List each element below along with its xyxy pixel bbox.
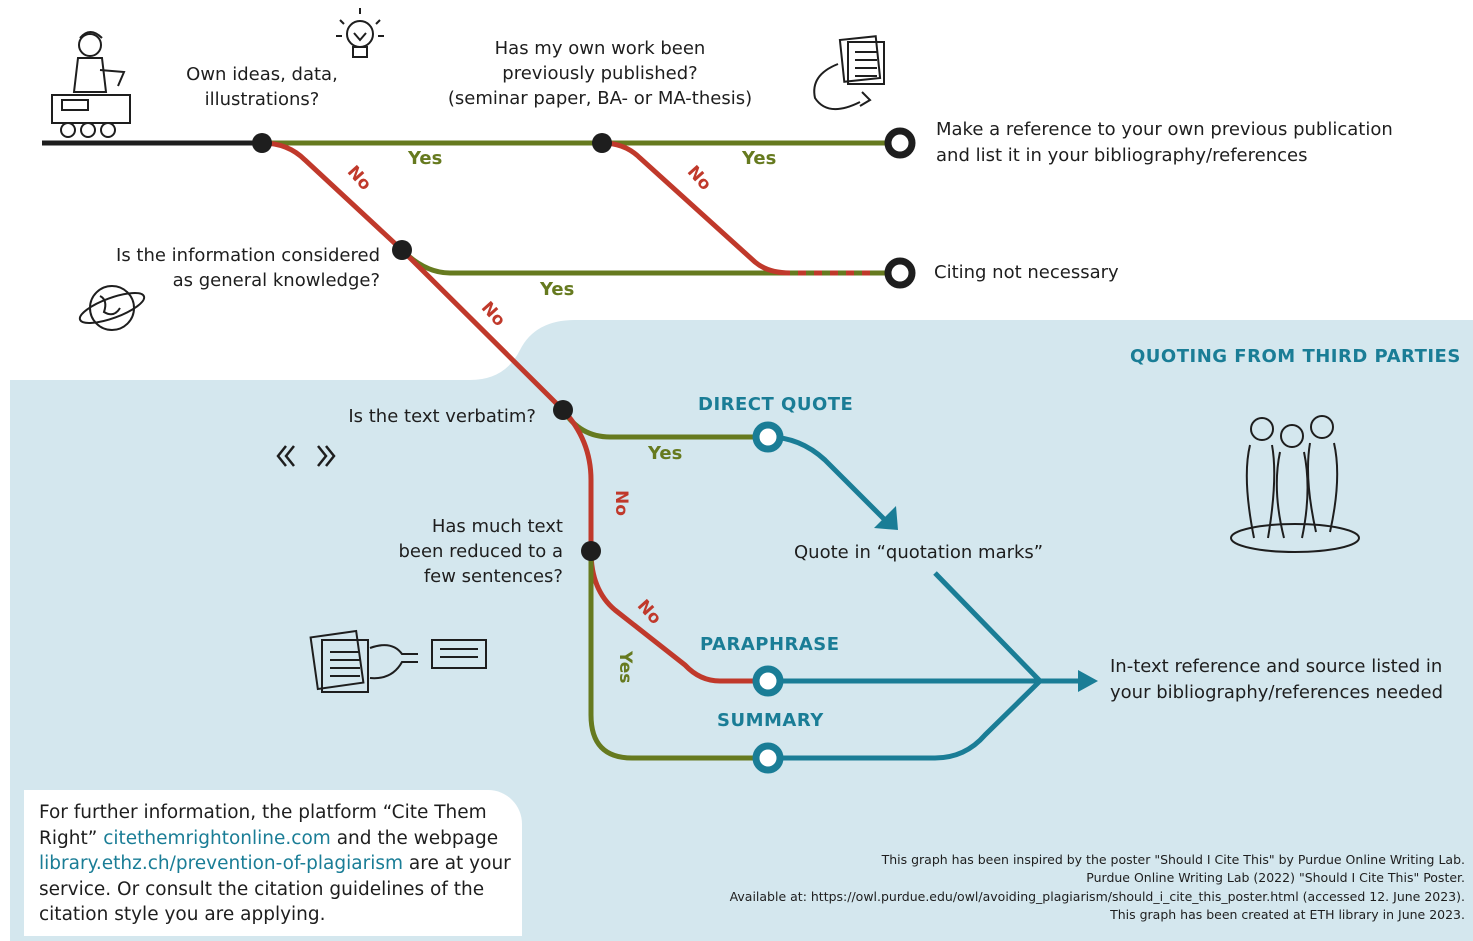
question-line: illustrations? [204,89,320,110]
question-line: as general knowledge? [172,270,380,291]
people-icon [1230,415,1360,553]
station-label-direct-quote: DIRECT QUOTE [698,394,854,415]
info-text: are at your service. Or consult the cita… [39,853,511,925]
junction-general [392,240,412,260]
yes-label-published: Yes [742,148,777,169]
outcome-line: In-text reference and source listed in [1110,656,1443,677]
terminal-own-publication [884,127,916,159]
outcome-line: your bibliography/references needed [1110,682,1443,703]
yes-label-own-ideas: Yes [408,148,443,169]
arrow-head-main [1078,670,1098,692]
question-line: Has much text [431,516,563,537]
outcome-own-publication: Make a reference to your own previous pu… [936,117,1393,169]
yes-label-general: Yes [540,279,575,300]
station-label-summary: SUMMARY [717,710,824,731]
outcome-not-necessary: Citing not necessary [934,262,1119,283]
question-general-knowledge: Is the information considered as general… [60,243,380,293]
info-text: For further information, the platform “C… [39,802,487,849]
station-direct-quote [752,421,784,453]
question-line: Has my own work been [494,38,706,59]
papers-icon [813,35,885,110]
globe-icon [78,285,146,331]
quote-track-join [933,571,1042,683]
junction-published [592,133,612,153]
yes-track-general [400,248,900,276]
info-text: and the webpage [330,827,499,849]
credit-line: Available at: https://owl.purdue.edu/owl… [729,888,1465,904]
arrow-head-quote [874,506,898,530]
credits: This graph has been inspired by the post… [605,851,1465,924]
question-verbatim: Is the text verbatim? [348,406,536,427]
question-line: Is the information considered [116,245,380,266]
outcome-in-text-reference: In-text reference and source listed in y… [1110,654,1443,706]
text-reduce-icon [309,629,487,693]
question-line: previously published? [502,63,698,84]
quote-arrows-icon [276,445,336,467]
question-own-ideas: Own ideas, data, illustrations? [172,62,352,112]
junction-reduced [581,541,601,561]
question-line: been reduced to a [398,541,563,562]
junction-verbatim [553,400,573,420]
citethemright-link[interactable]: citethemrightonline.com [103,827,331,849]
student-on-train-icon [51,31,131,138]
outcome-line: and list it in your bibliography/referen… [936,145,1308,166]
junction-own-ideas [252,133,272,153]
station-summary [752,742,784,774]
third-party-zone [10,320,1473,941]
credit-line: Purdue Online Writing Lab (2022) "Should… [1086,870,1465,886]
credit-line: This graph has been inspired by the post… [881,852,1465,867]
no-label-2: No [683,162,715,195]
station-paraphrase [752,665,784,697]
lightbulb-icon [336,8,384,58]
station-label-paraphrase: PARAPHRASE [700,634,840,655]
no-label-4: No [611,490,631,516]
outcome-quotation-marks: Quote in “quotation marks” [794,542,1044,563]
no-track-published [601,140,870,276]
question-line: few sentences? [423,566,563,587]
yes-track-reduced [588,551,768,761]
terminal-not-necessary [884,257,916,289]
eth-plagiarism-link[interactable]: library.ethz.ch/prevention-of-plagiarism [39,853,404,874]
question-reduced: Has much text been reduced to a few sent… [360,514,563,589]
credit-line: This graph has been created at ETH libra… [1110,906,1465,922]
yes-label-verbatim: Yes [648,443,683,464]
question-published: Has my own work been previously publishe… [420,36,780,111]
further-info-box: For further information, the platform “C… [24,790,522,936]
quote-track-summary [768,679,1042,761]
section-title: QUOTING FROM THIRD PARTIES [1130,346,1461,367]
question-line: Own ideas, data, [186,64,338,85]
no-label-1: No [343,162,375,195]
question-line: (seminar paper, BA- or MA-thesis) [447,88,753,109]
outcome-line: Make a reference to your own previous pu… [936,119,1393,140]
yes-label-reduced: Yes [615,650,635,683]
